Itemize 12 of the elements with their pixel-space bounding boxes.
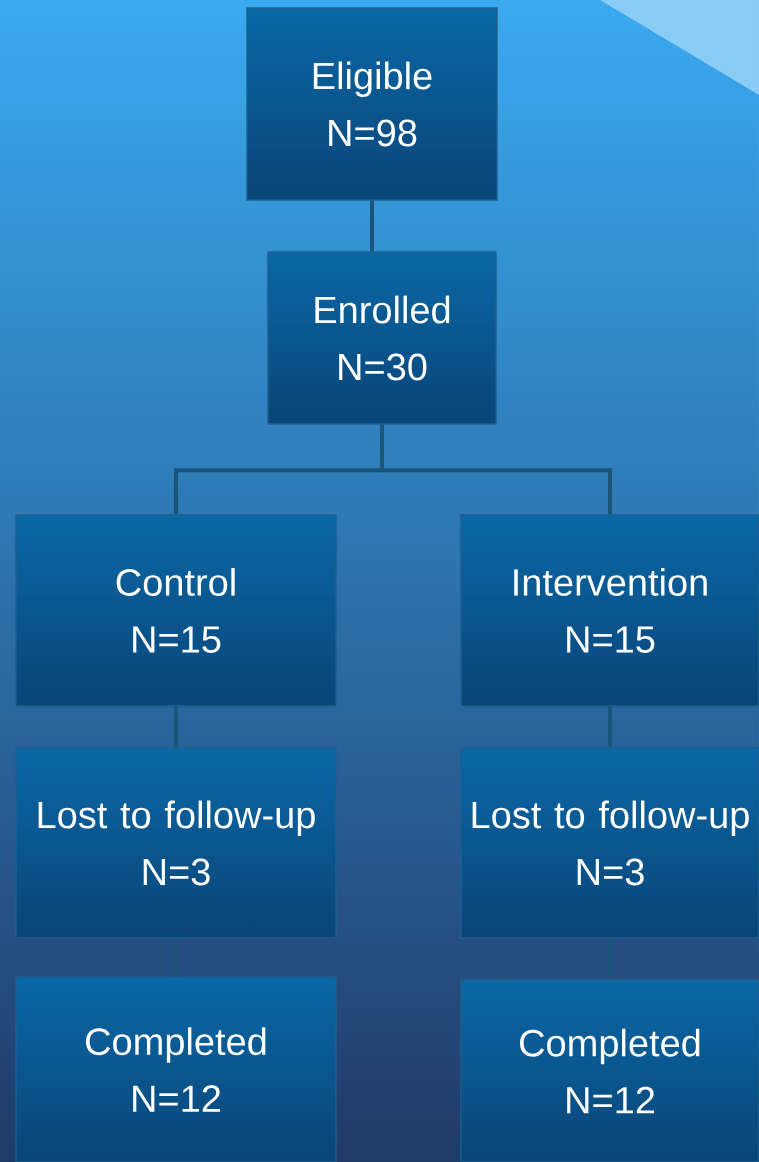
connector-line bbox=[380, 424, 612, 515]
connector-line bbox=[370, 200, 374, 252]
process-box: Lost to follow-up N=3 bbox=[460, 747, 759, 939]
process-box: Intervention N=15 bbox=[460, 514, 759, 707]
connector-line bbox=[608, 706, 612, 748]
process-box: Completed N=12 bbox=[15, 976, 337, 1162]
connector-line bbox=[174, 706, 178, 748]
process-box: Enrolled N=30 bbox=[267, 251, 497, 425]
process-box: Completed N=12 bbox=[460, 979, 759, 1162]
process-box: Eligible N=98 bbox=[246, 7, 498, 201]
process-box: Control N=15 bbox=[15, 514, 337, 707]
process-box: Lost to follow-up N=3 bbox=[15, 747, 337, 939]
